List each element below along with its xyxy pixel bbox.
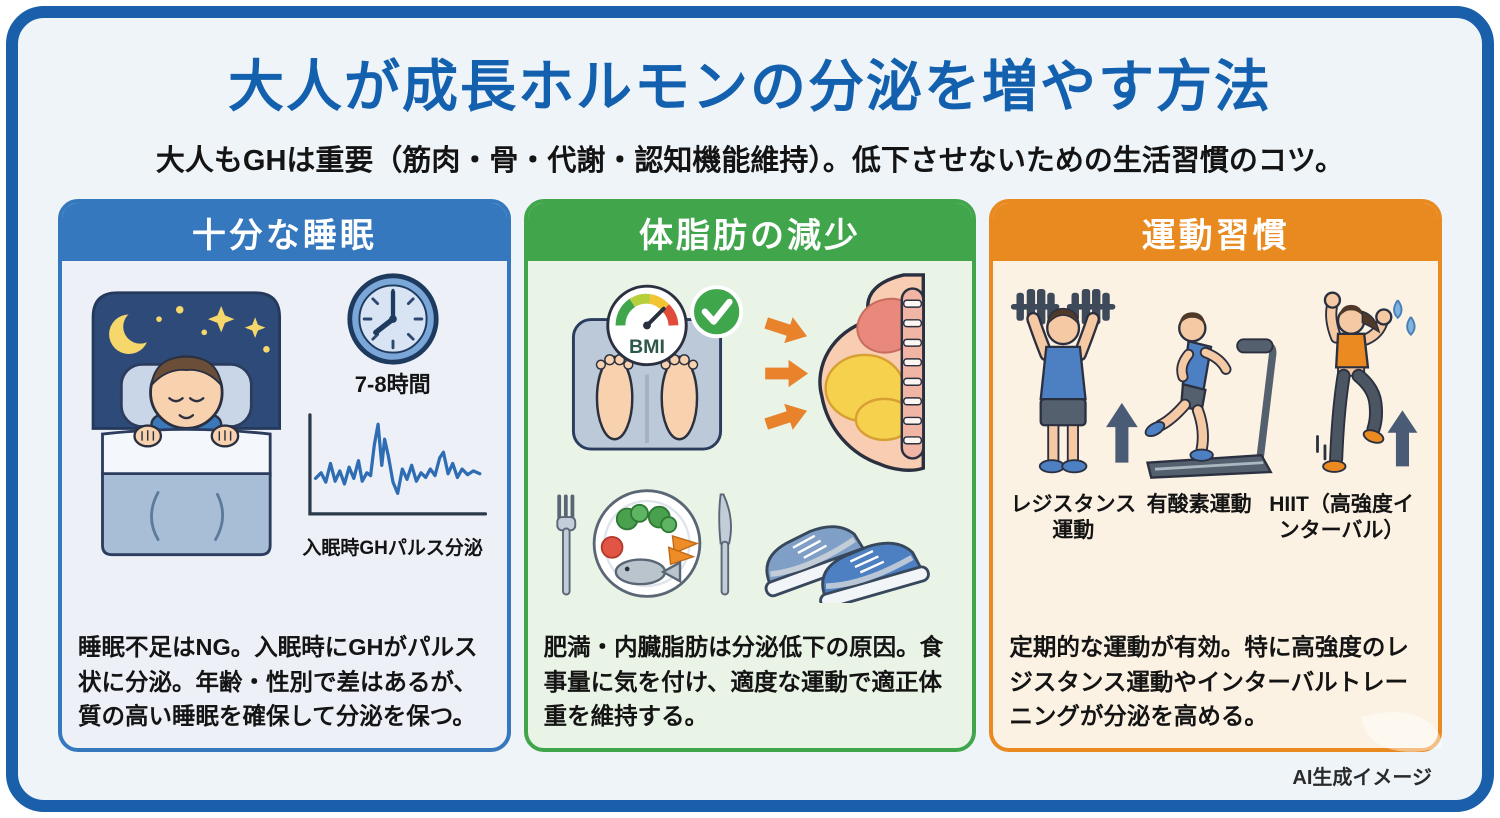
page-subtitle: 大人もGHは重要（筋肉・骨・代謝・認知機能維持）。低下させないための生活習慣のコ… xyxy=(155,145,1345,177)
carrot-icon xyxy=(667,534,699,566)
clock-caption: 7-8時間 xyxy=(354,372,431,397)
star-icon xyxy=(208,305,235,333)
label-resistance: レジスタンス運動 xyxy=(1010,493,1137,543)
running-shoes-icon xyxy=(764,525,931,603)
card-sleep-header: 十分な睡眠 xyxy=(62,203,507,261)
check-icon xyxy=(689,284,743,338)
arrow-right-icon xyxy=(764,317,809,430)
healthy-meal-icon xyxy=(556,489,732,598)
bmi-scale-icon: BMI xyxy=(571,284,743,451)
spine-icon xyxy=(900,287,925,460)
label-aerobic: 有酸素運動 xyxy=(1146,493,1252,516)
treadmill-icon xyxy=(1145,338,1277,479)
bmi-label: BMI xyxy=(629,335,665,357)
page-title: 大人が成長ホルモンの分泌を増やす方法 xyxy=(228,55,1272,118)
gh-pulse-graph xyxy=(307,413,487,516)
broccoli-icon xyxy=(615,503,678,534)
fat-illustration-grid: BMI xyxy=(544,271,957,604)
up-arrow-icon xyxy=(1387,410,1418,467)
fat-body-text: 肥満・内臓脂肪は分泌低下の原因。食事量に気を付け、適度な運動で適正体重を維持する… xyxy=(543,634,944,730)
sleeping-person-icon xyxy=(91,291,282,557)
resistance-training-icon xyxy=(1011,289,1139,474)
tomato-icon xyxy=(600,535,624,559)
foot-icon xyxy=(660,355,699,440)
sleep-right-column: 7-8時間 入眠時GHパルス分泌 xyxy=(295,271,491,560)
sleep-body-text: 睡眠不足はNG。入眠時にGHがパルス状に分泌。年齢・性別で差はあるが、質の高い睡… xyxy=(78,634,478,730)
fork-icon xyxy=(556,494,577,596)
card-fat: 体脂肪の減少 xyxy=(523,199,977,752)
exercise-figures-row xyxy=(1009,271,1422,486)
card-fat-body: BMI xyxy=(528,261,973,748)
treadmill-running-icon xyxy=(1144,312,1277,479)
clock-icon xyxy=(347,273,439,365)
label-hiit: HIIT（高強度インターバル） xyxy=(1269,493,1414,543)
sleep-illustration-row: 7-8時間 入眠時GHパルス分泌 xyxy=(78,271,491,567)
foot-icon xyxy=(595,355,634,440)
star-icon xyxy=(244,317,266,338)
blue-frame: 大人が成長ホルモンの分泌を増やす方法 大人もGHは重要（筋肉・骨・代謝・認知機能… xyxy=(6,6,1494,812)
visceral-fat-icon xyxy=(764,273,926,472)
knife-icon xyxy=(718,493,732,596)
footer-note: AI生成イメージ xyxy=(1292,767,1432,789)
card-sleep: 十分な睡眠 xyxy=(58,199,511,752)
card-exercise: 運動習慣 xyxy=(989,199,1443,752)
exercise-body-text: 定期的な運動が有効。特に高強度のレジスタンス運動やインターバルトレーニングが分泌… xyxy=(1009,634,1409,730)
exercise-labels-row: レジスタンス運動 有酸素運動 HIIT（高強度インターバル） xyxy=(1009,492,1422,545)
up-arrow-icon xyxy=(1106,402,1139,463)
card-exercise-body: レジスタンス運動 有酸素運動 HIIT（高強度インターバル） 定期的な運動が有効… xyxy=(993,261,1438,748)
card-exercise-header: 運動習慣 xyxy=(993,203,1439,261)
sweat-drop-icon xyxy=(1393,299,1416,337)
ponytail xyxy=(1361,310,1381,334)
hiit-workout-icon xyxy=(1316,291,1418,473)
graph-caption: 入眠時GHパルス分泌 xyxy=(302,538,483,559)
card-sleep-body: 7-8時間 入眠時GHパルス分泌 睡眠不足はNG。入眠時にGHがパルス状に分泌。… xyxy=(62,261,507,748)
fish-icon xyxy=(614,558,682,586)
cards-row: 十分な睡眠 xyxy=(18,199,1482,752)
card-fat-header: 体脂肪の減少 xyxy=(527,203,973,261)
